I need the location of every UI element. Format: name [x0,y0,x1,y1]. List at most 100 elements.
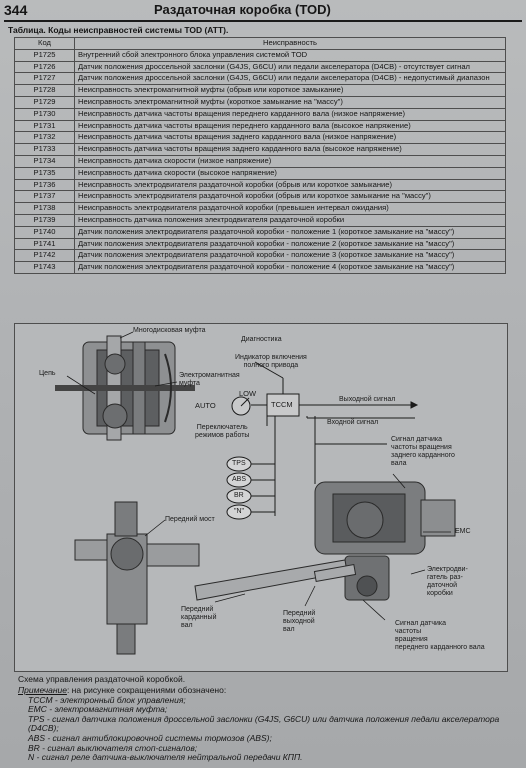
cell-fault: Датчик положения дроссельной заслонки (G… [74,72,506,86]
note-item: TPS - сигнал датчика положения дроссельн… [28,713,500,734]
note-item: EMC - электромагнитная муфта; [28,704,168,715]
notes-intro: : на рисунке сокращениями обозначено: [66,685,227,695]
cell-fault: Неисправность датчика скорости (низкое н… [74,154,506,168]
label-br: BR [234,492,244,499]
cell-code: P1725 [14,48,75,62]
table-header-row: Код Неисправность [14,37,506,50]
diagram-drawing [55,331,456,655]
transfer-case-assembly [314,481,456,601]
cell-fault: Неисправность датчика скорости (высокое … [74,166,506,180]
cell-code: P1741 [14,237,75,251]
label-front-shaft-sensor: Сигнал датчика частоты вращения переднег… [395,620,485,651]
label-tccm: TCCM [271,400,293,409]
notes-heading: Примечание: на рисунке сокращениями обоз… [18,685,526,696]
page-header: 344 Раздаточная коробка (TOD) [4,2,522,22]
cell-code: P1742 [14,249,75,263]
label-front-axle: Передний мост [165,516,215,523]
cell-fault: Неисправность электродвигателя раздаточн… [74,190,506,204]
cell-fault: Датчик положения электродвигателя раздат… [74,225,506,239]
cell-fault: Неисправность электродвигателя раздаточн… [74,202,506,215]
drive-shafts [194,559,357,601]
note-item: N - сигнал реле датчика-выключателя нейт… [28,752,303,763]
cell-code: P1738 [14,202,75,215]
label-tps: TPS [232,460,246,467]
signal-inputs [226,456,252,520]
note-item: BR - сигнал выключателя стоп-сигналов; [28,742,198,753]
cell-fault: Неисправность датчика положения электрод… [74,213,506,227]
table-caption: Таблица. Коды неисправностей системы TOD… [8,25,229,35]
cell-fault: Неисправность датчика частоты вращения з… [74,131,506,145]
cell-fault: Неисправность электромагнитной муфты (об… [74,84,506,97]
cell-fault: Неисправность датчика частоты вращения п… [74,119,506,133]
cell-code: P1736 [14,178,75,192]
label-output-signal: Выходной сигнал [339,396,396,403]
label-auto: AUTO [195,401,216,410]
cell-code: P1743 [14,261,75,274]
cell-fault: Датчик положения дроссельной заслонки (G… [74,60,506,74]
mode-switch [231,396,251,416]
note-item: TCCM - электронный блок управления; [28,694,186,705]
page-number: 344 [4,2,28,18]
label-front-output-shaft: Передний выходной вал [283,610,316,633]
cell-code: P1732 [14,131,75,145]
cell-code: P1733 [14,143,75,156]
label-em-clutch: Электромагнитная муфта [179,372,240,387]
label-input-signal: Входной сигнал [327,419,379,426]
label-front-shaft: Передний карданный вал [181,606,217,629]
note-item: ABS - сигнал антиблокировочной системы т… [28,732,272,743]
cell-code: P1727 [14,72,75,86]
label-low: LOW [239,389,257,398]
column-header-code: Код [14,37,75,50]
tod-control-diagram: Многодисковая муфта Цепь Электромагнитна… [14,323,508,672]
label-rear-shaft-sensor: Сигнал датчика частоты вращения заднего … [391,436,455,467]
cell-code: P1735 [14,166,75,180]
leader-lines [66,331,178,395]
cell-code: P1730 [14,107,75,121]
cell-code: P1729 [14,95,75,109]
cell-fault: Датчик положения электродвигателя раздат… [74,237,506,251]
label-n: "N" [234,508,245,515]
cell-code: P1737 [14,190,75,204]
cell-code: P1739 [14,213,75,227]
cell-code: P1734 [14,154,75,168]
cell-fault: Неисправность датчика частоты вращения п… [74,107,506,121]
label-transfer-motor: Электродви- гатель раз- даточной коробки [427,566,468,597]
cell-fault: Внутренний сбой электронного блока управ… [74,48,506,62]
cell-code: P1728 [14,84,75,97]
cell-fault: Датчик положения электродвигателя раздат… [74,261,506,274]
cell-fault: Неисправность датчика частоты вращения з… [74,143,506,156]
scheme-caption: Схема управления раздаточной коробкой. [18,674,186,684]
cell-code: P1740 [14,225,75,239]
page-title: Раздаточная коробка (TOD) [154,2,331,17]
cell-code: P1731 [14,119,75,133]
cell-fault: Датчик положения электродвигателя раздат… [74,249,506,263]
notes-title: Примечание [18,685,67,695]
label-chain: Цепь [39,370,56,377]
notes-block: Примечание: на рисунке сокращениями обоз… [18,685,526,763]
label-awd-indicator: Индикатор включения полного привода [235,354,307,369]
label-emc: EMC [455,528,471,535]
label-abs: ABS [232,476,247,483]
cell-fault: Неисправность электродвигателя раздаточн… [74,178,506,192]
label-diagnostics: Диагностика [241,336,282,343]
